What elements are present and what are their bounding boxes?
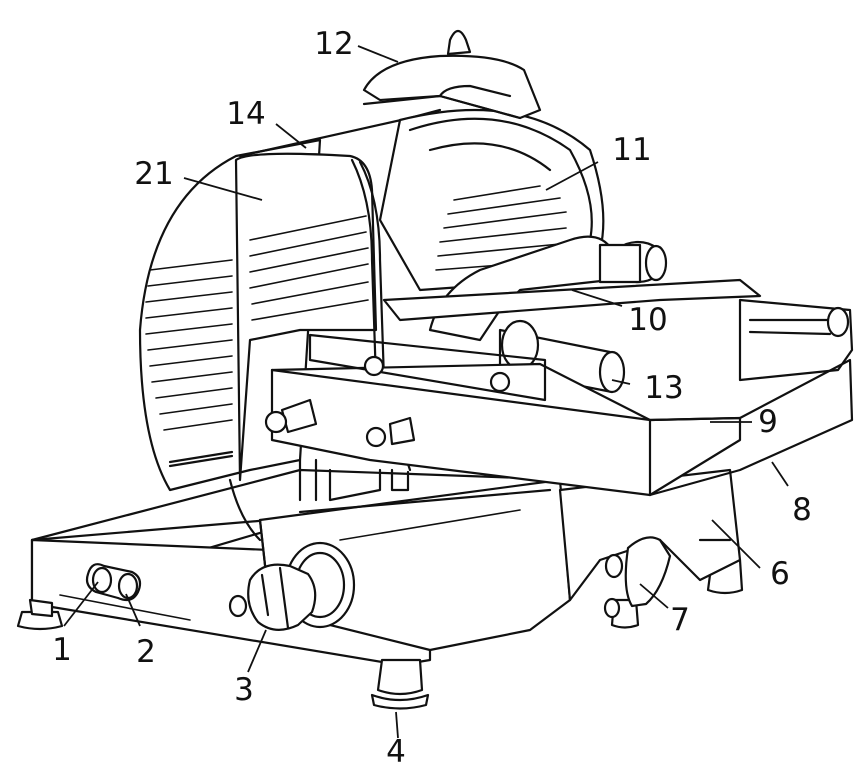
callout-4: 4 (386, 734, 406, 768)
leader-4 (395, 711, 399, 739)
callout-2: 2 (136, 634, 156, 670)
blade-cover (378, 108, 605, 292)
leader-21 (183, 177, 263, 201)
switch-1 (91, 566, 113, 594)
callout-12: 12 (314, 26, 353, 62)
leader-2 (125, 593, 141, 627)
carriage-tray (264, 278, 854, 497)
switch-2 (117, 572, 139, 600)
leader-1 (63, 581, 99, 627)
leader-6 (711, 519, 761, 569)
callout-1: 1 (52, 632, 72, 668)
callout-8: 8 (792, 492, 812, 528)
leader-13 (611, 379, 631, 385)
leader-10 (571, 289, 623, 307)
leader-14 (275, 123, 307, 149)
lock-lever (624, 536, 672, 608)
callout-9: 9 (758, 404, 778, 440)
leader-12 (357, 45, 399, 63)
callout-7: 7 (670, 602, 690, 638)
callout-13: 13 (644, 370, 683, 406)
thickness-knob (228, 541, 356, 631)
callout-11: 11 (612, 132, 651, 168)
callout-labels: 1 2 3 4 6 7 8 9 10 11 12 13 14 21 (52, 26, 812, 768)
callout-21: 21 (134, 156, 173, 192)
carriage-support (558, 468, 742, 619)
leader-8 (771, 461, 789, 487)
callout-14: 14 (226, 96, 265, 132)
leader-11 (545, 161, 599, 191)
callout-6: 6 (770, 556, 790, 592)
callout-3: 3 (234, 672, 254, 708)
slide-rod (498, 319, 626, 394)
sharpener (362, 29, 542, 120)
tray-supports (228, 458, 410, 542)
leader-7 (639, 583, 669, 609)
leader-3 (247, 629, 267, 673)
leader-lines (63, 45, 789, 739)
callout-10: 10 (628, 302, 667, 338)
